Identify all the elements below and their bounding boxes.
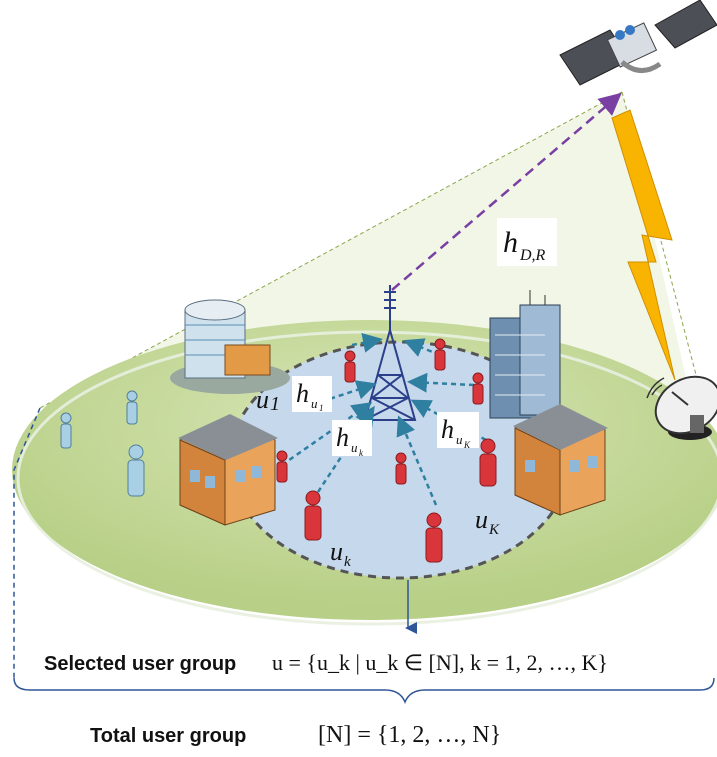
user-red-icon <box>395 452 407 485</box>
lightning-icon <box>611 109 676 381</box>
label-box-uk <box>332 420 372 456</box>
dr-link-arrow <box>391 92 622 291</box>
building-office-icon <box>489 290 561 419</box>
label-box-uK <box>437 412 479 448</box>
label-h-u1-subsub: 1 <box>319 403 324 413</box>
total-group-bracket <box>13 407 41 680</box>
satellite-dish-icon <box>646 375 717 440</box>
label-uK-sub: K <box>488 522 500 538</box>
label-h-dr: h <box>503 226 518 259</box>
user-red-icon <box>472 372 484 405</box>
label-h-uk-subsub: k <box>359 448 364 458</box>
ground-rim <box>16 330 717 626</box>
user-blue-icon <box>126 390 138 425</box>
label-h-dr-sub: D,R <box>519 247 546 264</box>
label-h-uK-sub: u <box>456 432 463 447</box>
label-box-u1 <box>292 376 332 412</box>
building-tower-round-icon <box>170 299 290 394</box>
total-group-formula: [N] = {1, 2, …, N} <box>318 722 501 748</box>
building-apartment-right-icon <box>513 404 608 516</box>
label-uk: u <box>330 537 343 566</box>
beam-edge-left <box>39 91 623 409</box>
total-group-label: Total user group <box>90 725 246 747</box>
label-h-u1-sub: u <box>311 396 318 411</box>
label-u1: u <box>256 385 269 414</box>
label-u1-sub: 1 <box>270 393 280 415</box>
label-h-uk-sub: u <box>351 440 358 455</box>
user-red-icon <box>434 338 446 371</box>
label-h-uK-subsub: K <box>463 440 471 450</box>
label-uk-sub: k <box>344 554 351 570</box>
user-red-icon <box>276 450 288 483</box>
user-blue-icon <box>127 444 145 497</box>
user-red-icon <box>479 438 497 487</box>
user-red-icon <box>425 512 443 563</box>
label-h-uk: h <box>336 423 349 452</box>
blue-users <box>60 390 145 497</box>
selected-group-formula: u = {u_k | u_k ∈ [N], k = 1, 2, …, K} <box>272 650 608 675</box>
label-h-u1: h <box>296 379 309 408</box>
label-h-uK: h <box>441 415 454 444</box>
user-blue-icon <box>60 412 72 449</box>
user-red-icon <box>304 490 322 541</box>
red-users <box>276 338 497 563</box>
total-group-brace <box>13 677 715 704</box>
user-red-icon <box>344 350 356 383</box>
label-uK: u <box>475 505 488 534</box>
building-apartment-left-icon <box>178 414 278 526</box>
label-box-dr <box>497 218 557 266</box>
selected-group-label: Selected user group <box>44 653 236 675</box>
satellite-icon <box>559 0 717 86</box>
